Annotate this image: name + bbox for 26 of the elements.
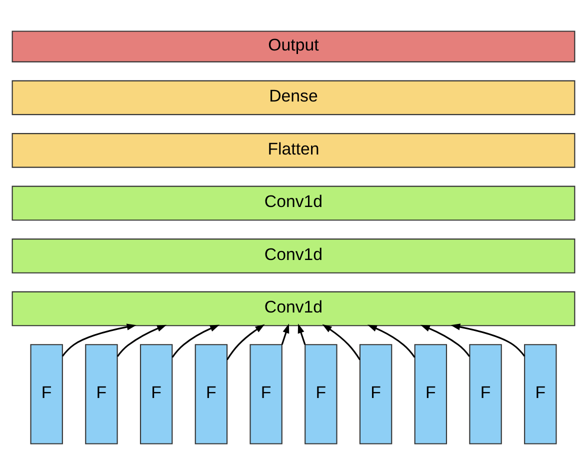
node-box: F <box>30 344 63 444</box>
node-box: Conv1d <box>12 238 576 273</box>
node-box: Flatten <box>12 132 576 168</box>
node-box: Conv1d <box>12 185 576 220</box>
node-box: F <box>359 344 392 444</box>
arrow <box>322 324 361 360</box>
node-box: F <box>194 344 228 444</box>
arrow <box>281 323 290 344</box>
arrow <box>172 324 220 358</box>
node-box: Dense <box>12 80 576 115</box>
node-box: F <box>414 344 448 444</box>
arrow <box>298 323 306 344</box>
node-box: F <box>524 344 557 444</box>
node-box: Output <box>12 30 576 62</box>
node-box: F <box>85 344 118 444</box>
node-box: F <box>140 344 173 444</box>
node-box: F <box>304 344 338 444</box>
arrow <box>116 324 167 356</box>
node-box: Conv1d <box>12 290 576 326</box>
node-box: F <box>250 344 282 444</box>
arrow <box>62 323 136 356</box>
node-box: F <box>469 344 502 444</box>
arrow <box>420 324 470 356</box>
arrow <box>367 324 416 358</box>
arrow <box>450 323 526 356</box>
arrow <box>226 324 265 360</box>
